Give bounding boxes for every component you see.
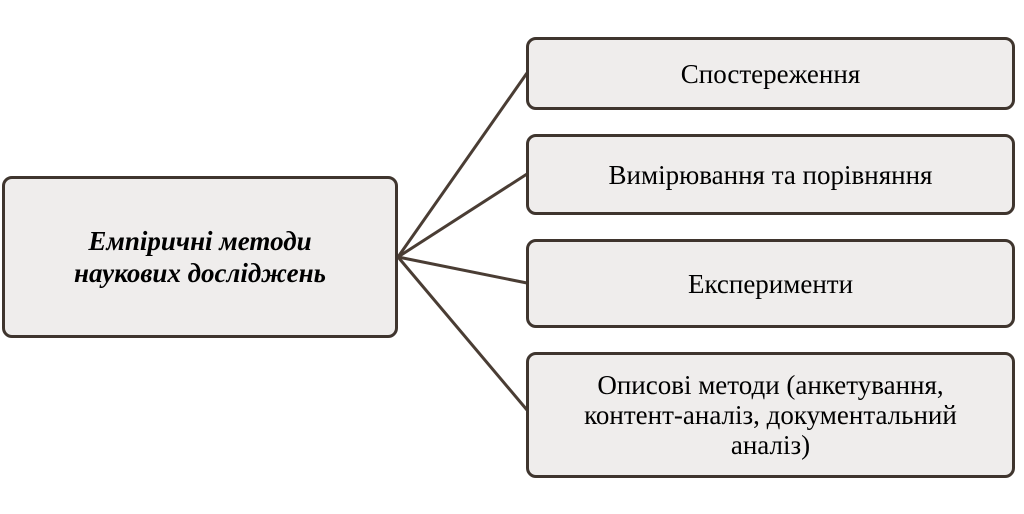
- child-node-experiments: Експерименти: [526, 239, 1015, 328]
- root-node-label-line-1: Емпіричні методи: [88, 226, 312, 256]
- root-node-empirical-methods: Емпіричні методи наукових досліджень: [2, 176, 398, 338]
- connector-to-measurement: [397, 172, 528, 259]
- child-node-observation: Спостереження: [526, 37, 1015, 110]
- child-node-label: Вимірювання та порівняння: [608, 159, 933, 190]
- child-node-descriptive-methods: Описові методи (анкетування, контент-ана…: [526, 352, 1015, 478]
- connector-to-descriptive-methods: [396, 256, 529, 411]
- child-node-label-line-2: контент-аналіз, документальний: [584, 400, 957, 430]
- child-node-label: Спостереження: [680, 58, 861, 89]
- child-node-label-line-3: аналіз): [730, 430, 811, 460]
- connector-to-observation: [396, 72, 529, 258]
- child-node-label-line-1: Описові методи (анкетування,: [597, 370, 944, 400]
- child-node-label: Експерименти: [687, 268, 854, 299]
- child-node-measurement-comparison: Вимірювання та порівняння: [526, 134, 1015, 215]
- connector-to-experiments: [397, 255, 528, 285]
- root-node-label-line-2: наукових досліджень: [74, 258, 326, 288]
